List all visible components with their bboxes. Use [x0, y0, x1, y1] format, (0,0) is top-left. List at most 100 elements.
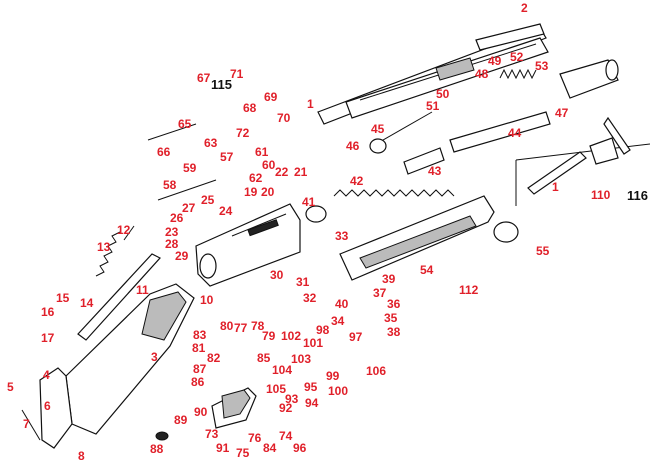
part-label: 36 — [387, 297, 401, 311]
inset-label: 1 — [552, 180, 559, 194]
part-label: 7 — [23, 417, 30, 431]
part-label: 12 — [117, 223, 131, 237]
part-label-black: 115 — [211, 77, 232, 92]
part-label: 83 — [193, 328, 207, 342]
part-label: 30 — [270, 268, 284, 282]
part-label: 92 — [279, 401, 293, 415]
part-label: 43 — [428, 164, 442, 178]
part-label: 103 — [291, 352, 312, 366]
part-label: 31 — [296, 275, 310, 289]
part-label: 48 — [475, 67, 489, 81]
part-label: 100 — [328, 384, 349, 398]
spring-42-drawing — [333, 189, 455, 197]
part-label: 87 — [193, 362, 207, 376]
part-label: 50 — [436, 87, 450, 101]
part-label: 54 — [420, 263, 434, 277]
part-label: 91 — [216, 441, 230, 455]
part-55-drawing — [493, 221, 519, 243]
part-label: 69 — [264, 90, 278, 104]
part-label: 41 — [302, 195, 316, 209]
part-label: 101 — [303, 336, 324, 350]
part-label: 84 — [263, 441, 277, 455]
part-label: 44 — [508, 126, 522, 140]
part-label: 79 — [262, 329, 276, 343]
rod-45-drawing — [375, 111, 433, 145]
part-label: 27 — [182, 201, 196, 215]
pin-58-drawing — [157, 179, 217, 201]
rod-12-drawing — [123, 225, 135, 241]
part-label: 99 — [326, 369, 340, 383]
part-label: 95 — [304, 380, 318, 394]
part-label: 86 — [191, 375, 205, 389]
part-label-black: 116 — [627, 188, 648, 203]
part-label: 40 — [335, 297, 349, 311]
trigger-group-drawing — [211, 387, 257, 429]
part-label: 2 — [521, 1, 528, 15]
part-label: 90 — [194, 405, 208, 419]
part-label: 80 — [220, 319, 234, 333]
part-label: 51 — [426, 99, 440, 113]
part-label: 3 — [151, 350, 158, 364]
part-label: 17 — [41, 331, 55, 345]
part-label: 68 — [243, 101, 257, 115]
part-label: 93 — [285, 392, 299, 406]
part-label: 72 — [236, 126, 250, 140]
part-label: 61 — [255, 145, 269, 159]
part-label: 66 — [157, 145, 171, 159]
part-label: 10 — [200, 293, 214, 307]
part-label: 57 — [220, 150, 234, 164]
part-label: 102 — [281, 329, 302, 343]
part-label: 26 — [170, 211, 184, 225]
part-label: 5 — [7, 380, 14, 394]
part-41-drawing — [305, 205, 327, 223]
part-label: 82 — [207, 351, 221, 365]
part-label: 39 — [382, 272, 396, 286]
inset-box — [515, 116, 650, 206]
part-label: 74 — [279, 429, 293, 443]
part-label: 22 — [275, 165, 289, 179]
part-label: 16 — [41, 305, 55, 319]
part-label: 98 — [316, 323, 330, 337]
screw-5-drawing — [21, 409, 41, 441]
part-label: 14 — [80, 296, 94, 310]
part-label: 73 — [205, 427, 219, 441]
part-label: 52 — [510, 50, 524, 64]
pin-66-drawing — [147, 123, 197, 141]
part-label: 58 — [163, 178, 177, 192]
part-label: 49 — [488, 54, 502, 68]
forearm-drawing — [339, 195, 495, 281]
part-label: 20 — [261, 185, 275, 199]
part-label: 38 — [387, 325, 401, 339]
part-label: 81 — [192, 341, 206, 355]
part-label: 55 — [536, 244, 550, 258]
part-label: 4 — [43, 368, 50, 382]
spring-53-drawing — [499, 68, 537, 80]
part-label: 96 — [293, 441, 307, 455]
part-label: 23 — [165, 225, 179, 239]
part-label: 8 — [78, 449, 85, 463]
part-label: 105 — [266, 382, 287, 396]
part-label: 25 — [201, 193, 215, 207]
part-label: 37 — [373, 286, 387, 300]
receiver-drawing — [195, 203, 301, 287]
part-label: 112 — [459, 283, 479, 297]
part-label: 89 — [174, 413, 188, 427]
tube-11-drawing — [77, 253, 161, 341]
part-label: 88 — [150, 442, 164, 456]
part-label: 34 — [331, 314, 345, 328]
part-label: 70 — [277, 111, 291, 125]
part-43-drawing — [403, 147, 445, 175]
part-label: 85 — [257, 351, 271, 365]
part-label: 1 — [307, 97, 314, 111]
part-label: 45 — [371, 122, 385, 136]
part-label: 75 — [236, 446, 250, 460]
part-label: 11 — [136, 283, 149, 297]
part-label: 106 — [366, 364, 387, 378]
part-label: 13 — [97, 240, 111, 254]
part-label: 15 — [56, 291, 70, 305]
part-label: 71 — [230, 67, 244, 81]
part-label: 46 — [346, 139, 360, 153]
part-label: 29 — [175, 249, 189, 263]
part-label: 42 — [350, 174, 364, 188]
